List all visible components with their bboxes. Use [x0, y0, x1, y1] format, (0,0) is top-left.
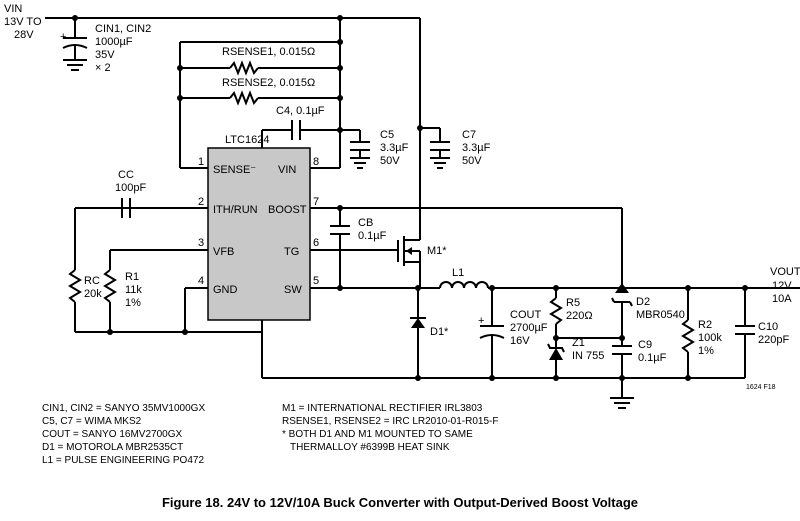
d2-diode: [611, 208, 633, 338]
r2-name: R2: [698, 319, 712, 331]
rsense2-label: RSENSE2, 0.015Ω: [222, 77, 315, 89]
ltc1624-ic: [75, 142, 622, 332]
rsense1-label: RSENSE1, 0.015Ω: [222, 46, 315, 58]
cc-name: CC: [118, 169, 134, 181]
z1-name: Z1: [572, 337, 585, 349]
c7-name: C7: [462, 129, 476, 141]
cin-capacitor: +: [60, 31, 88, 71]
r5-value: 220Ω: [566, 310, 593, 322]
vin-range: 13V TO: [4, 16, 42, 28]
note-left-2: C5, C7 = WIMA MKS2: [42, 416, 142, 427]
cout-capacitor: +: [478, 285, 505, 378]
note-left-4: D1 = MOTOROLA MBR2535CT: [42, 442, 183, 453]
cin-value: 1000µF: [95, 36, 133, 48]
l1-name: L1: [452, 267, 464, 279]
cin-count: × 2: [95, 62, 111, 74]
note-right-2: RSENSE1, RSENSE2 = IRC LR2010-01-R015-F: [282, 416, 498, 427]
svg-text:+: +: [60, 31, 66, 43]
c10-capacitor: [735, 285, 800, 378]
d1-name: D1*: [430, 326, 449, 338]
c9-name: C9: [638, 339, 652, 351]
c7-rating: 50V: [462, 155, 482, 167]
cb-value: 0.1µF: [358, 230, 387, 242]
pin-8-num: 8: [313, 156, 319, 168]
r1-value: 11k: [125, 284, 142, 296]
r2-tol: 1%: [698, 345, 714, 357]
pin-4-num: 4: [198, 275, 204, 287]
c5-name: C5: [380, 129, 394, 141]
pin-7-name: BOOST: [268, 204, 307, 216]
r1-tol: 1%: [125, 297, 141, 309]
pin-2-name: ITH/RUN: [213, 204, 258, 216]
m1-mosfet: [397, 236, 421, 288]
vin-label: VIN: [4, 3, 22, 15]
note-right-3: * BOTH D1 AND M1 MOUNTED TO SAME: [282, 429, 473, 440]
cin-label: CIN1, CIN2: [95, 23, 151, 35]
r5-name: R5: [566, 297, 580, 309]
cb-capacitor: [330, 205, 350, 291]
pin-1-name: SENSE⁻: [213, 164, 256, 176]
ground-return: [261, 332, 745, 409]
pin-3-name: VFB: [213, 246, 234, 258]
rsense-network: [177, 39, 343, 168]
figure-caption: Figure 18. 24V to 12V/10A Buck Converter…: [162, 495, 638, 510]
pin-6-name: TG: [284, 246, 299, 258]
pin-2-num: 2: [198, 196, 204, 208]
c9-capacitor: [612, 335, 632, 378]
c4-label: C4, 0.1µF: [276, 105, 325, 117]
cb-name: CB: [358, 217, 373, 229]
r5-resistor: [549, 285, 563, 341]
cout-value: 2700µF: [510, 322, 548, 334]
c7-capacitor: [417, 125, 450, 169]
pin-8-name: VIN: [278, 164, 296, 176]
rc-resistor: [68, 269, 262, 335]
r2-resistor: [681, 285, 695, 378]
vout-current: 10A: [772, 293, 792, 305]
rc-value: 20k: [84, 288, 102, 300]
pin-3-num: 3: [198, 237, 204, 249]
z1-part: IN 755: [572, 350, 604, 362]
cout-rating: 16V: [510, 335, 530, 347]
c10-name: C10: [758, 321, 778, 333]
c5-rating: 50V: [380, 155, 400, 167]
d2-part: MBR0540: [636, 309, 685, 321]
c5-capacitor: [340, 129, 370, 169]
note-right-1: M1 = INTERNATIONAL RECTIFIER IRL3803: [282, 403, 483, 414]
c10-value: 220pF: [758, 334, 789, 346]
r1-name: R1: [125, 271, 139, 283]
r2-value: 100k: [698, 332, 722, 344]
pin-4-name: GND: [213, 284, 238, 296]
note-right-4: THERMALLOY #6399B HEAT SINK: [290, 442, 450, 453]
pin-7-num: 7: [313, 196, 319, 208]
rc-name: RC: [84, 275, 100, 287]
note-left-1: CIN1, CIN2 = SANYO 35MV1000GX: [42, 403, 205, 414]
sw-node: [410, 285, 440, 378]
vin-range-2: 28V: [14, 29, 34, 41]
note-left-5: L1 = PULSE ENGINEERING PO472: [42, 455, 204, 466]
d2-name: D2: [636, 296, 650, 308]
pin-5-num: 5: [313, 275, 319, 287]
cc-capacitor: [74, 198, 131, 270]
cout-name: COUT: [510, 309, 541, 321]
figure-ref-code: 1624 F18: [746, 384, 776, 391]
l1-inductor: [439, 281, 745, 289]
svg-text:+: +: [478, 315, 484, 327]
r1-resistor: [103, 250, 117, 335]
pin-6-num: 6: [313, 237, 319, 249]
vout-voltage: 12V: [772, 280, 792, 292]
c9-value: 0.1µF: [638, 352, 667, 364]
pin-1-num: 1: [198, 156, 204, 168]
z1-zener: [547, 337, 622, 378]
m1-name: M1*: [427, 245, 447, 257]
pin-5-name: SW: [284, 284, 302, 296]
cin-rating: 35V: [95, 49, 115, 61]
c7-value: 3.3µF: [462, 142, 491, 154]
vout-label: VOUT: [770, 266, 800, 278]
ic-name: LTC1624: [225, 134, 269, 146]
cc-value: 100pF: [115, 182, 146, 194]
note-left-3: COUT = SANYO 16MV2700GX: [42, 429, 182, 440]
c5-value: 3.3µF: [380, 142, 409, 154]
